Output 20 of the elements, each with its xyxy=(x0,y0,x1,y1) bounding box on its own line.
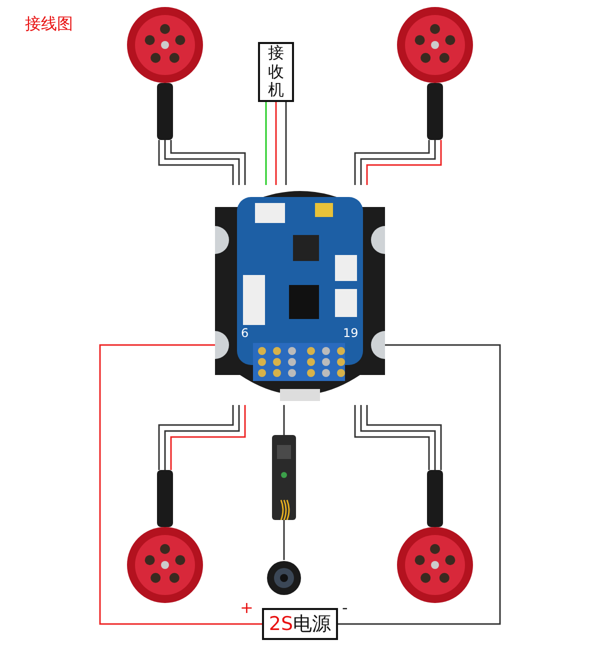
wire xyxy=(283,520,285,560)
power-supply-box: 2S电源 xyxy=(262,608,338,640)
video-transmitter-picture xyxy=(270,435,298,520)
wire xyxy=(99,344,262,625)
wire xyxy=(283,405,285,435)
wire xyxy=(275,102,277,185)
polarity-sign: - xyxy=(342,598,348,617)
receiver-box: 接收机 xyxy=(258,42,294,102)
pad-number: 19 xyxy=(343,326,358,340)
diagram-title: 接线图 xyxy=(25,14,73,35)
pad-number: 6 xyxy=(241,326,249,340)
motor-picture xyxy=(125,470,205,605)
motor-picture xyxy=(125,5,205,140)
motor-picture xyxy=(395,470,475,605)
wire xyxy=(265,102,267,185)
wire xyxy=(285,102,287,185)
wire xyxy=(338,344,501,625)
polarity-sign: + xyxy=(240,598,254,617)
camera-picture xyxy=(266,560,302,596)
motor-picture xyxy=(395,5,475,140)
